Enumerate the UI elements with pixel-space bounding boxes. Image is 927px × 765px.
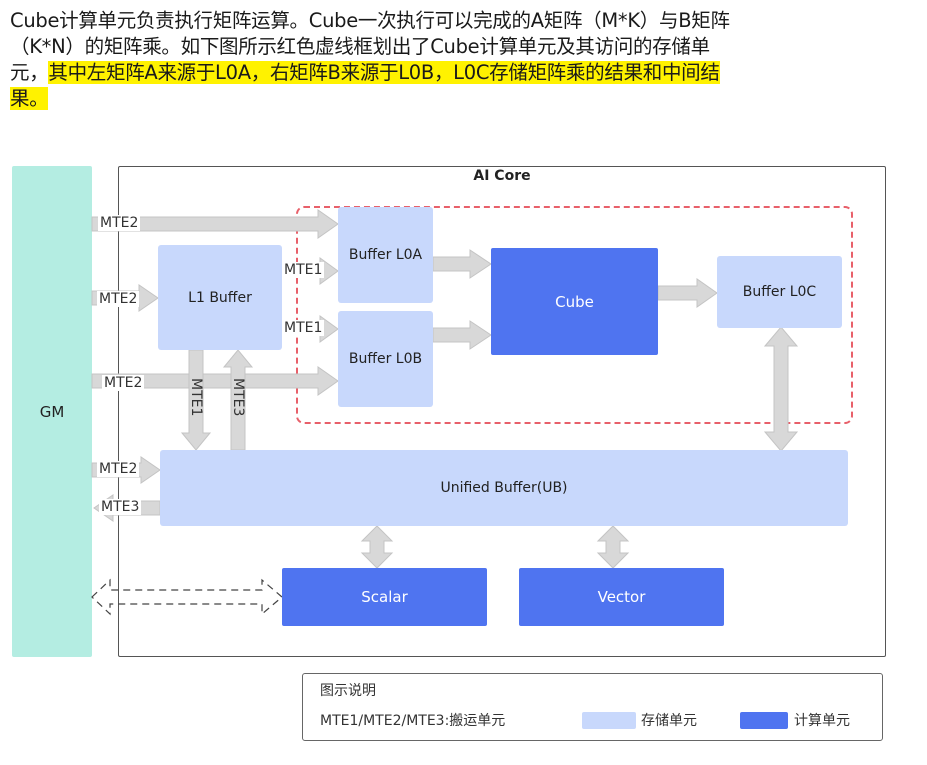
cube-unit: Cube — [491, 248, 658, 355]
unified-buffer: Unified Buffer(UB) — [160, 450, 848, 526]
label-mte1-l0a: MTE1 — [282, 262, 325, 278]
ai-core-title: AI Core — [473, 168, 531, 184]
legend-storage-label: 存储单元 — [641, 713, 697, 729]
legend-compute-swatch — [740, 712, 788, 729]
arrow-ub-vector-bidirectional — [596, 525, 630, 569]
label-mte2-l1: MTE2 — [97, 291, 140, 307]
label-mte2-top: MTE2 — [98, 215, 141, 231]
arrow-gm-scalar-dashed — [91, 578, 283, 616]
legend-box — [302, 673, 883, 741]
arrow-l0c-ub-bidirectional — [763, 326, 799, 452]
arrow-l0a-to-cube — [432, 249, 492, 279]
label-mte3-up: MTE3 — [230, 378, 246, 417]
intro-highlight-1: 其中左矩阵A来源于L0A，右矩阵B来源于L0B，L0C存储矩阵乘的结果和中间结 — [48, 61, 720, 84]
buffer-l0c: Buffer L0C — [717, 256, 842, 328]
arrow-cube-to-l0c — [657, 278, 718, 308]
legend-title: 图示说明 — [320, 683, 376, 699]
arrow-l1-to-ub — [180, 349, 212, 451]
intro-line-3-plain: 元， — [10, 61, 49, 84]
buffer-l0b: Buffer L0B — [338, 311, 433, 407]
arrow-ub-scalar-bidirectional — [360, 525, 394, 569]
intro-line-1: Cube计算单元负责执行矩阵运算。Cube一次执行可以完成的A矩阵（M*K）与B… — [10, 9, 730, 32]
vector-unit: Vector — [519, 568, 724, 626]
l1-buffer: L1 Buffer — [158, 245, 282, 350]
label-mte2-l0b: MTE2 — [102, 375, 145, 391]
legend-mte-description: MTE1/MTE2/MTE3:搬运单元 — [320, 713, 506, 729]
label-mte3-ub: MTE3 — [99, 499, 142, 515]
arrow-gm-to-l0a — [91, 209, 339, 239]
arrow-ub-to-l1 — [222, 349, 254, 451]
intro-line-2: （K*N）的矩阵乘。如下图所示红色虚线框划出了Cube计算单元及其访问的存储单 — [10, 35, 710, 58]
cube-region-dashed-box — [296, 206, 853, 424]
label-mte1-down: MTE1 — [188, 378, 204, 417]
intro-line-3: 元，其中左矩阵A来源于L0A，右矩阵B来源于L0B，L0C存储矩阵乘的结果和中间… — [10, 60, 910, 86]
gm-block: GM — [12, 166, 92, 657]
intro-line-4: 果。 — [10, 86, 910, 112]
legend-storage-swatch — [582, 712, 636, 729]
arrow-l0b-to-cube — [432, 320, 492, 350]
intro-highlight-2: 果。 — [10, 87, 49, 110]
scalar-unit: Scalar — [282, 568, 487, 626]
label-mte1-l0b: MTE1 — [282, 320, 325, 336]
intro-paragraph: Cube计算单元负责执行矩阵运算。Cube一次执行可以完成的A矩阵（M*K）与B… — [10, 8, 910, 112]
buffer-l0a: Buffer L0A — [338, 207, 433, 303]
legend-compute-label: 计算单元 — [794, 713, 850, 729]
label-mte2-ub: MTE2 — [97, 461, 140, 477]
